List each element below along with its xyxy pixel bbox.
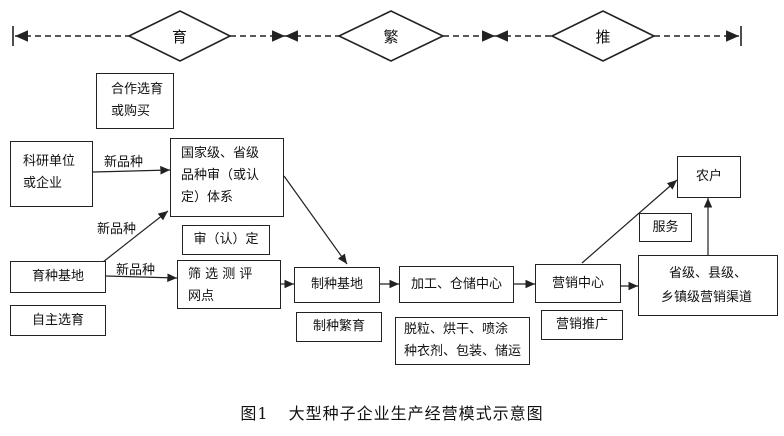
box-cooperative-breeding-line-1: 合作选育 <box>111 82 164 97</box>
box-self-breeding: 自主选育 <box>10 305 106 336</box>
arrow-breeding-to-screening <box>105 273 178 283</box>
box-processing-details-line-1: 脱粒、烘干、喷涂 <box>404 322 509 337</box>
box-variety-approval-system: 国家级、省级 品种审（或认 定）体系 <box>170 138 284 217</box>
box-research-unit-line-1: 科研单位 <box>23 154 76 169</box>
stage-label-breed: 育 <box>171 27 187 46</box>
figure-title: 大型种子企业生产经营模式示意图 <box>288 404 544 423</box>
box-cooperative-breeding-line-2: 或购买 <box>111 104 151 119</box>
figure-caption: 图1 大型种子企业生产经营模式示意图 <box>0 400 784 424</box>
box-approval: 审（认）定 <box>182 225 270 255</box>
label-new-variety-bottom: 新品种 <box>116 263 156 278</box>
box-research-unit-line-2: 或企业 <box>23 176 63 191</box>
box-marketing-center: 营销中心 <box>535 264 621 303</box>
stage-diamond-1 <box>127 10 232 62</box>
box-screening-network-line-1: 筛 选 测 评 <box>188 267 253 282</box>
box-screening-network-line-2: 网点 <box>188 289 215 304</box>
box-sales-channels-line-1: 省级、县级、 <box>669 266 748 281</box>
box-sales-channels-line-2: 乡镇级营销渠道 <box>661 290 753 305</box>
stage-label-multiply: 繁 <box>383 27 399 46</box>
box-cooperative-breeding: 合作选育 或购买 <box>96 73 174 129</box>
arrow-system-to-seedbase <box>283 175 348 265</box>
box-screening-network: 筛 选 测 评 网点 <box>177 260 281 309</box>
box-variety-approval-system-line-2: 品种审（或认 <box>181 168 260 183</box>
arrow-research-to-system <box>92 165 171 175</box>
box-variety-approval-system-line-3: 定）体系 <box>181 190 234 205</box>
label-new-variety-top: 新品种 <box>104 155 144 170</box>
box-breeding-base: 育种基地 <box>10 261 106 293</box>
box-processing-details-line-2: 种衣剂、包装、储运 <box>404 344 522 359</box>
box-marketing-promotion: 营销推广 <box>541 310 623 340</box>
box-processing-center: 加工、仓储中心 <box>399 266 514 303</box>
box-processing-details: 脱粒、烘干、喷涂 种衣剂、包装、储运 <box>395 317 530 365</box>
label-new-variety-diagonal: 新品种 <box>97 222 137 237</box>
box-seed-production-base: 制种基地 <box>294 267 380 303</box>
box-variety-approval-system-line-1: 国家级、省级 <box>181 146 260 161</box>
figure-number: 图1 <box>240 404 269 423</box>
box-seed-propagation: 制种繁育 <box>296 312 382 342</box>
box-farmer: 农户 <box>677 156 741 198</box>
arrow-breeding-to-system <box>102 210 169 263</box>
box-research-unit: 科研单位 或企业 <box>10 141 93 207</box>
stage-label-promote: 推 <box>595 27 611 46</box>
stage-diamond-2 <box>337 10 445 62</box>
box-sales-channels: 省级、县级、 乡镇级营销渠道 <box>638 255 778 316</box>
arrow-marketing-to-farmer <box>581 179 678 264</box>
box-service: 服务 <box>639 213 692 242</box>
stage-diamond-3 <box>550 10 656 62</box>
stage-timeline <box>12 10 742 62</box>
